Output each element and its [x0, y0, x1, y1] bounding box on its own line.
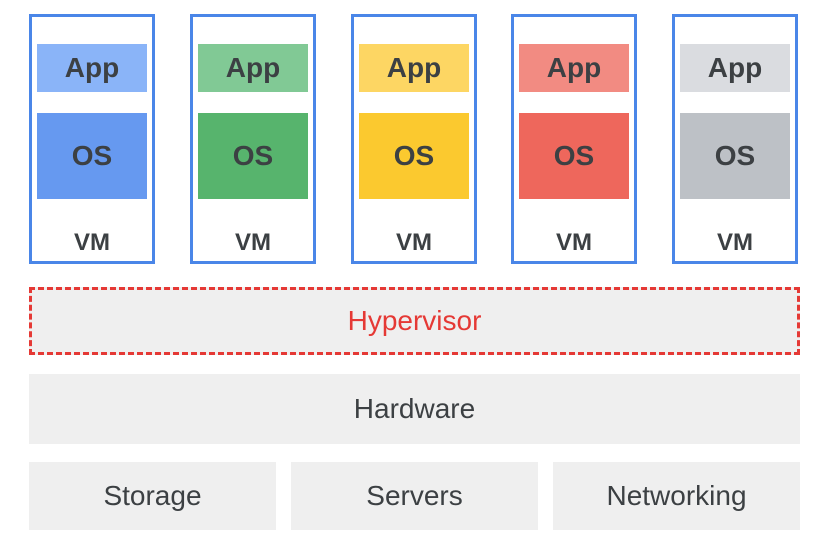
hardware-label: Hardware — [353, 393, 476, 424]
hardware-layer: Hardware — [29, 374, 800, 444]
vm-label-4: VM — [556, 229, 592, 256]
vm-box-5: App OS VM — [672, 14, 798, 264]
vm-label-5: VM — [717, 229, 753, 256]
vm-label-1: VM — [74, 229, 110, 256]
vm-box-3: App OS VM — [351, 14, 477, 264]
os-layer-3: OS — [359, 113, 469, 199]
servers-layer: Servers — [291, 462, 538, 530]
vm-box-1: App OS VM — [29, 14, 155, 264]
hypervisor-layer: Hypervisor — [29, 287, 800, 355]
os-layer-1: OS — [37, 113, 147, 199]
vm-label-2: VM — [235, 229, 271, 256]
vm-label-3: VM — [396, 229, 432, 256]
app-layer-3: App — [359, 44, 469, 92]
os-layer-4: OS — [519, 113, 629, 199]
app-layer-4: App — [519, 44, 629, 92]
networking-label: Networking — [606, 480, 747, 511]
servers-label: Servers — [366, 480, 463, 511]
networking-layer: Networking — [553, 462, 800, 530]
app-layer-1: App — [37, 44, 147, 92]
app-layer-5: App — [680, 44, 790, 92]
app-layer-2: App — [198, 44, 308, 92]
os-layer-5: OS — [680, 113, 790, 199]
storage-label: Storage — [103, 480, 202, 511]
vm-box-4: App OS VM — [511, 14, 637, 264]
vm-box-2: App OS VM — [190, 14, 316, 264]
os-layer-2: OS — [198, 113, 308, 199]
hypervisor-label: Hypervisor — [347, 305, 482, 336]
storage-layer: Storage — [29, 462, 276, 530]
